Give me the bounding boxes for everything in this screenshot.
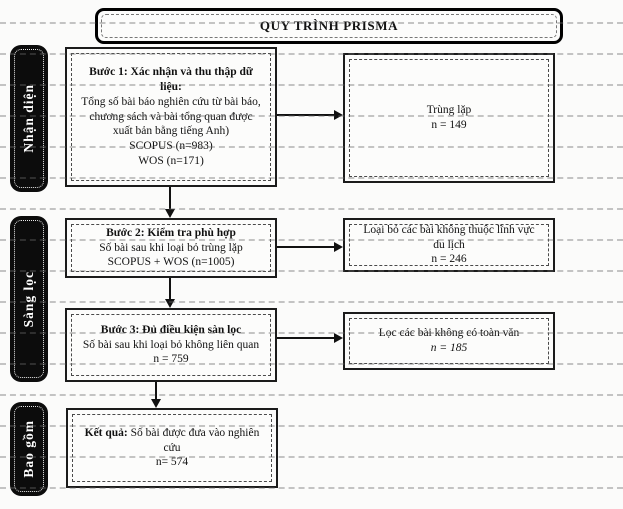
sidebar-screening-inner-border <box>14 220 44 378</box>
scan-line <box>0 394 623 396</box>
box-step3-inner-border <box>71 314 271 376</box>
box-duplicates-count: n = 149 <box>431 119 467 131</box>
arrow-step3-to-result-head <box>151 399 161 408</box>
sidebar-label-included: Bao gồm <box>10 402 48 496</box>
arrow-step3-to-excluded-fulltext-line <box>277 337 335 339</box>
sidebar-label-identification: Nhận diện <box>10 45 48 192</box>
box-step3-body: Số bài sau khi loại bỏ không liên quan <box>82 338 260 351</box>
sidebar-included-text: Bao gồm <box>21 420 36 478</box>
box-result-count: n= 574 <box>155 456 189 469</box>
sidebar-identification-inner-border <box>14 49 44 188</box>
box-step3-heading: Bước 3: Đủ điều kiện sàn lọc <box>100 323 242 336</box>
arrow-step3-to-result-line <box>155 382 157 400</box>
arrow-step2-to-step3-head <box>165 299 175 308</box>
arrow-step1-to-step2-line <box>169 187 171 210</box>
box-result-body: Số bài được đưa vào nghiên cứu <box>130 426 260 454</box>
arrow-step1-to-step2-head <box>165 209 175 218</box>
arrow-step2-to-excluded-field-line <box>277 246 335 248</box>
diagram-title: QUY TRÌNH PRISMA <box>259 18 399 33</box>
box-step2-heading: Bước 2: Kiểm tra phù hợp <box>106 226 236 239</box>
box-step1-scopus: SCOPUS (n=983) <box>129 140 213 153</box>
sidebar-screening-text: Sàng lọc <box>21 270 36 328</box>
sidebar-identification-text: Nhận diện <box>21 84 36 153</box>
box-excluded-field-label: Loại bỏ các bài không thuộc lĩnh vực du … <box>363 223 535 251</box>
arrow-step2-to-excluded-field-head <box>334 242 343 252</box>
sidebar-label-screening: Sàng lọc <box>10 216 48 382</box>
box-excluded-fulltext-label: Lọc các bài không có toàn văn <box>378 327 520 340</box>
box-excluded-field-inner-border <box>349 224 549 266</box>
box-duplicates: Trùng lặp n = 149 <box>343 53 555 183</box>
box-result-heading-line: Kết quả: Số bài được đưa vào nghiên cứu <box>80 426 264 456</box>
box-excluded-fulltext: Lọc các bài không có toàn văn n = 185 <box>343 312 555 370</box>
box-step1-inner-border <box>71 53 271 181</box>
title-inner-border <box>101 14 557 38</box>
sidebar-included-inner-border <box>14 406 44 492</box>
box-step3: Bước 3: Đủ điều kiện sàn lọc Số bài sau … <box>65 308 277 382</box>
arrow-step1-to-duplicates-head <box>334 110 343 120</box>
scan-line <box>0 301 623 303</box>
box-excluded-field: Loại bỏ các bài không thuộc lĩnh vực du … <box>343 218 555 272</box>
box-step2: Bước 2: Kiểm tra phù hợp Số bài sau khi … <box>65 218 277 278</box>
box-duplicates-label: Trùng lặp <box>426 104 472 117</box>
arrow-step2-to-step3-line <box>169 278 171 300</box>
arrow-step3-to-excluded-fulltext-head <box>334 333 343 343</box>
box-step1-heading: Bước 1: Xác nhận và thu thập dữ liệu: <box>89 65 253 93</box>
box-result-heading: Kết quả: <box>84 426 128 439</box>
box-duplicates-inner-border <box>349 59 549 177</box>
box-step1-body: Tổng số bài báo nghiên cứu từ bài báo, c… <box>81 95 261 138</box>
box-excluded-fulltext-count: n = 185 <box>430 342 468 354</box>
arrow-step1-to-duplicates-line <box>277 114 335 116</box>
box-result-inner-border <box>72 414 272 482</box>
title-box: QUY TRÌNH PRISMA <box>95 8 563 44</box>
box-step1-wos: WOS (n=171) <box>138 155 204 168</box>
scan-line <box>0 208 623 210</box>
box-excluded-field-count: n = 246 <box>431 253 467 266</box>
box-step2-count: SCOPUS + WOS (n=1005) <box>107 256 235 269</box>
box-step1: Bước 1: Xác nhận và thu thập dữ liệu: Tổ… <box>65 47 277 187</box>
box-step2-inner-border <box>71 224 271 272</box>
box-step2-body: Số bài sau khi loại bỏ trùng lặp <box>99 241 243 254</box>
box-excluded-fulltext-inner-border <box>349 318 549 364</box>
box-step3-count: n = 759 <box>153 353 189 366</box>
box-result: Kết quả: Số bài được đưa vào nghiên cứu … <box>66 408 278 488</box>
